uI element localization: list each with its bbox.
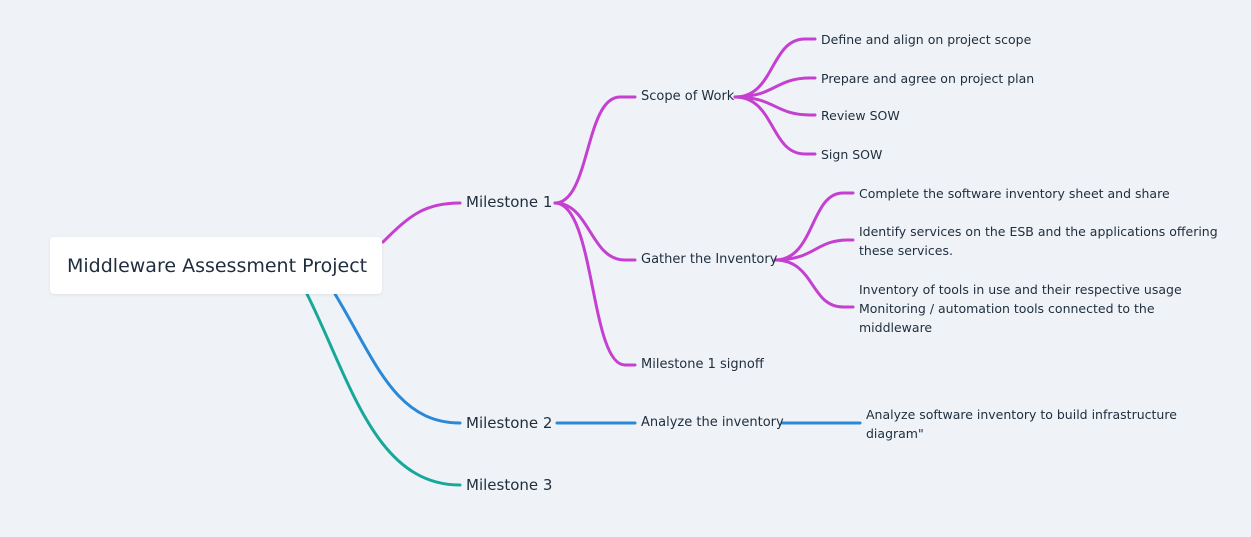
link-milestone-1-signoff <box>553 201 637 367</box>
milestone-2-connectors <box>333 292 862 425</box>
subtopic-review-sow[interactable]: Review SOW <box>821 108 900 123</box>
subtopic-project-plan[interactable]: Prepare and agree on project plan <box>821 71 1035 86</box>
subtopic-complete-inventory-sheet[interactable]: Complete the software inventory sheet an… <box>859 186 1170 201</box>
link-inventory-identify <box>773 238 855 262</box>
subtopic-tools-inventory[interactable]: Inventory of tools in use and their resp… <box>859 282 1182 335</box>
root-topic[interactable]: Middleware Assessment Project <box>50 237 382 294</box>
topic-analyze-inventory[interactable]: Analyze the inventory <box>641 415 784 430</box>
link-milestone-1-inventory <box>553 201 637 262</box>
subtopic-identify-esb-services[interactable]: Identify services on the ESB and the app… <box>859 224 1218 258</box>
topic-gather-inventory[interactable]: Gather the Inventory <box>641 252 778 267</box>
link-inventory-tools <box>773 258 855 309</box>
link-inventory-complete <box>773 191 855 262</box>
subtopic-sign-sow[interactable]: Sign SOW <box>821 147 883 162</box>
subtopic-define-scope[interactable]: Define and align on project scope <box>821 32 1032 47</box>
topic-milestone-1-signoff[interactable]: Milestone 1 signoff <box>641 357 764 372</box>
link-milestone-1-scope <box>553 95 637 205</box>
link-root-milestone-1 <box>381 201 462 244</box>
milestone-2[interactable]: Milestone 2 <box>466 414 553 432</box>
topic-scope-of-work[interactable]: Scope of Work <box>641 89 735 104</box>
link-root-milestone-3 <box>305 292 462 487</box>
link-scope-sign <box>733 95 817 156</box>
root-topic-label: Middleware Assessment Project <box>67 254 368 277</box>
link-root-milestone-2 <box>333 292 462 425</box>
milestone-3[interactable]: Milestone 3 <box>466 476 553 494</box>
milestone-3-connectors <box>305 292 462 487</box>
milestone-1-connectors <box>381 37 855 367</box>
subtopic-analyze-software-inventory[interactable]: Analyze software inventory to build infr… <box>866 407 1177 441</box>
link-scope-define <box>733 37 817 99</box>
milestone-1[interactable]: Milestone 1 <box>466 193 553 211</box>
